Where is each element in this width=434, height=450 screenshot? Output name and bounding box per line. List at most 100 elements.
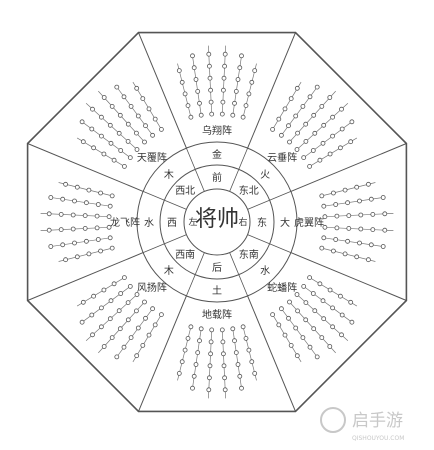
troop-dot: [179, 359, 185, 365]
ring-divider: [142, 234, 187, 253]
troop-dot: [294, 292, 300, 297]
troop-dot: [307, 163, 313, 169]
troop-dot: [307, 94, 313, 100]
troop-dot: [74, 254, 80, 260]
troop-dot: [288, 342, 294, 348]
troop-dot: [101, 95, 107, 100]
troop-dot: [94, 213, 100, 219]
formation-label-6: 龙飞阵: [110, 216, 140, 229]
troop-dot: [80, 299, 86, 305]
troop-dot: [198, 326, 204, 332]
troop-dot: [84, 238, 89, 244]
troop-dot: [72, 240, 77, 246]
sector-pattern: [176, 324, 258, 399]
troop-dot: [252, 370, 258, 376]
troop-dot: [185, 335, 191, 341]
troop-dot: [108, 298, 114, 304]
element-7: 木: [164, 169, 174, 181]
troop-dot: [346, 213, 352, 219]
sector-divider: [27, 252, 144, 301]
troop-dot: [98, 190, 103, 196]
troop-dot: [134, 292, 140, 297]
troop-dot: [319, 104, 325, 109]
troop-dot: [380, 195, 386, 200]
troop-dot: [301, 155, 307, 161]
troop-dot: [90, 332, 95, 338]
troop-dot: [230, 326, 236, 332]
troop-dot: [345, 238, 351, 244]
troop-dot: [303, 317, 309, 323]
troop-dot: [287, 299, 292, 305]
troop-dot: [300, 104, 306, 109]
troop-dot: [295, 130, 301, 136]
troop-dot: [95, 237, 101, 242]
sector-pattern: [176, 45, 258, 120]
troop-dot: [109, 335, 115, 341]
troop-dot: [339, 126, 345, 132]
troop-dot: [240, 114, 246, 120]
troop-dot: [158, 126, 164, 132]
troop-dot: [220, 351, 226, 357]
troop-dot: [152, 116, 158, 122]
troop-line: [191, 53, 202, 116]
element-1: 火: [260, 169, 270, 181]
troop-dot: [348, 299, 354, 305]
troop-dot: [321, 235, 327, 241]
ring-divider: [247, 234, 292, 253]
troop-dot: [121, 344, 127, 350]
troop-dot: [286, 123, 291, 129]
troop-dot: [117, 112, 123, 118]
troop-dot: [48, 195, 54, 200]
troop-dot: [193, 77, 199, 82]
sector-divider: [138, 32, 187, 149]
troop-dot: [82, 213, 88, 219]
troop-line: [80, 286, 131, 324]
troop-dot: [317, 281, 323, 287]
troop-dot: [237, 65, 243, 71]
formation-label-4: 地载阵: [202, 308, 232, 321]
troop-dot: [307, 275, 313, 281]
troop-dot: [220, 339, 226, 345]
ring-divider: [247, 191, 292, 210]
right-mark: 右: [238, 216, 247, 228]
troop-dot: [63, 257, 68, 263]
troop-dot: [310, 148, 316, 153]
troop-dot: [249, 359, 255, 365]
troop-dot: [311, 326, 317, 332]
troop-dot: [90, 106, 95, 112]
troop-dot: [220, 87, 226, 93]
troop-dot: [310, 291, 316, 296]
troop-dot: [346, 225, 352, 231]
troop-dot: [288, 96, 294, 101]
troop-dot: [94, 225, 100, 231]
troop-dot: [206, 63, 212, 69]
troop-dot: [191, 373, 197, 379]
troop-dot: [99, 324, 104, 330]
troop-dot: [58, 227, 64, 233]
element-2: 大: [280, 216, 290, 229]
watermark: 启手游 QISHOUYOU.COM: [320, 407, 404, 442]
troop-dot: [287, 139, 292, 145]
troop-line: [191, 328, 202, 391]
troop-dot: [108, 140, 114, 146]
troop-dot: [82, 225, 88, 231]
troop-dot: [322, 224, 328, 230]
troop-dot: [101, 344, 107, 349]
troop-dot: [63, 181, 68, 187]
troop-dot: [312, 130, 318, 136]
troop-dot: [294, 147, 300, 152]
troop-dot: [143, 315, 148, 321]
troop-dot: [197, 338, 202, 344]
sector-pattern: [76, 81, 164, 169]
troop-dot: [354, 184, 360, 190]
troop-dot: [107, 316, 113, 322]
troop-dot: [188, 324, 194, 330]
sector-pattern: [270, 81, 358, 169]
troop-dot: [333, 202, 339, 207]
troop-dot: [278, 306, 284, 312]
troop-dot: [222, 63, 228, 69]
troop-dot: [330, 190, 336, 196]
ring-divider: [229, 252, 248, 297]
troop-dot: [209, 327, 215, 333]
